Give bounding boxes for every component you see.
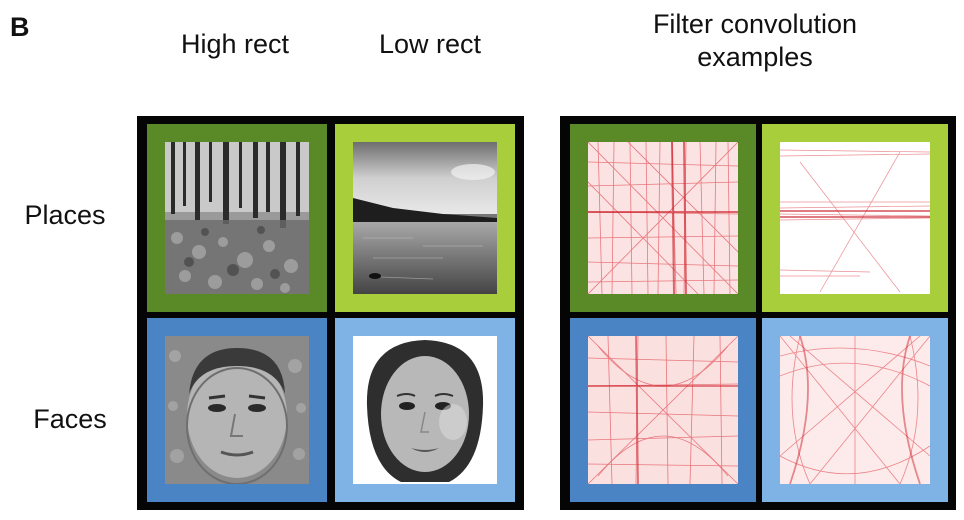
lake-image [353, 142, 497, 294]
female-face-image [353, 336, 497, 484]
forest-image [165, 142, 309, 294]
column-header-high-rect: High rect [180, 29, 290, 59]
male-face-image [165, 336, 309, 484]
cell-faces-low-rect [335, 318, 515, 502]
stimulus-grid [137, 116, 524, 510]
panel-label: B [10, 12, 30, 42]
filter-faces-high-image [588, 336, 738, 484]
filter-places-high-image [588, 142, 738, 294]
cell-places-low-rect [335, 124, 515, 312]
cell-filter-places-high [570, 124, 756, 312]
cell-filter-faces-low [762, 318, 948, 502]
column-header-low-rect: Low rect [378, 29, 482, 59]
filter-places-low-image [780, 142, 930, 294]
column-header-filter-line2: examples [697, 42, 813, 72]
row-header-places: Places [24, 200, 106, 230]
column-header-filter: Filter convolution examples [560, 8, 950, 74]
cell-filter-faces-high [570, 318, 756, 502]
cell-filter-places-low [762, 124, 948, 312]
cell-places-high-rect [147, 124, 327, 312]
filter-grid [560, 116, 956, 510]
column-header-filter-line1: Filter convolution [652, 9, 858, 39]
cell-faces-high-rect [147, 318, 327, 502]
filter-faces-low-image [780, 336, 930, 484]
row-header-faces: Faces [33, 404, 107, 434]
